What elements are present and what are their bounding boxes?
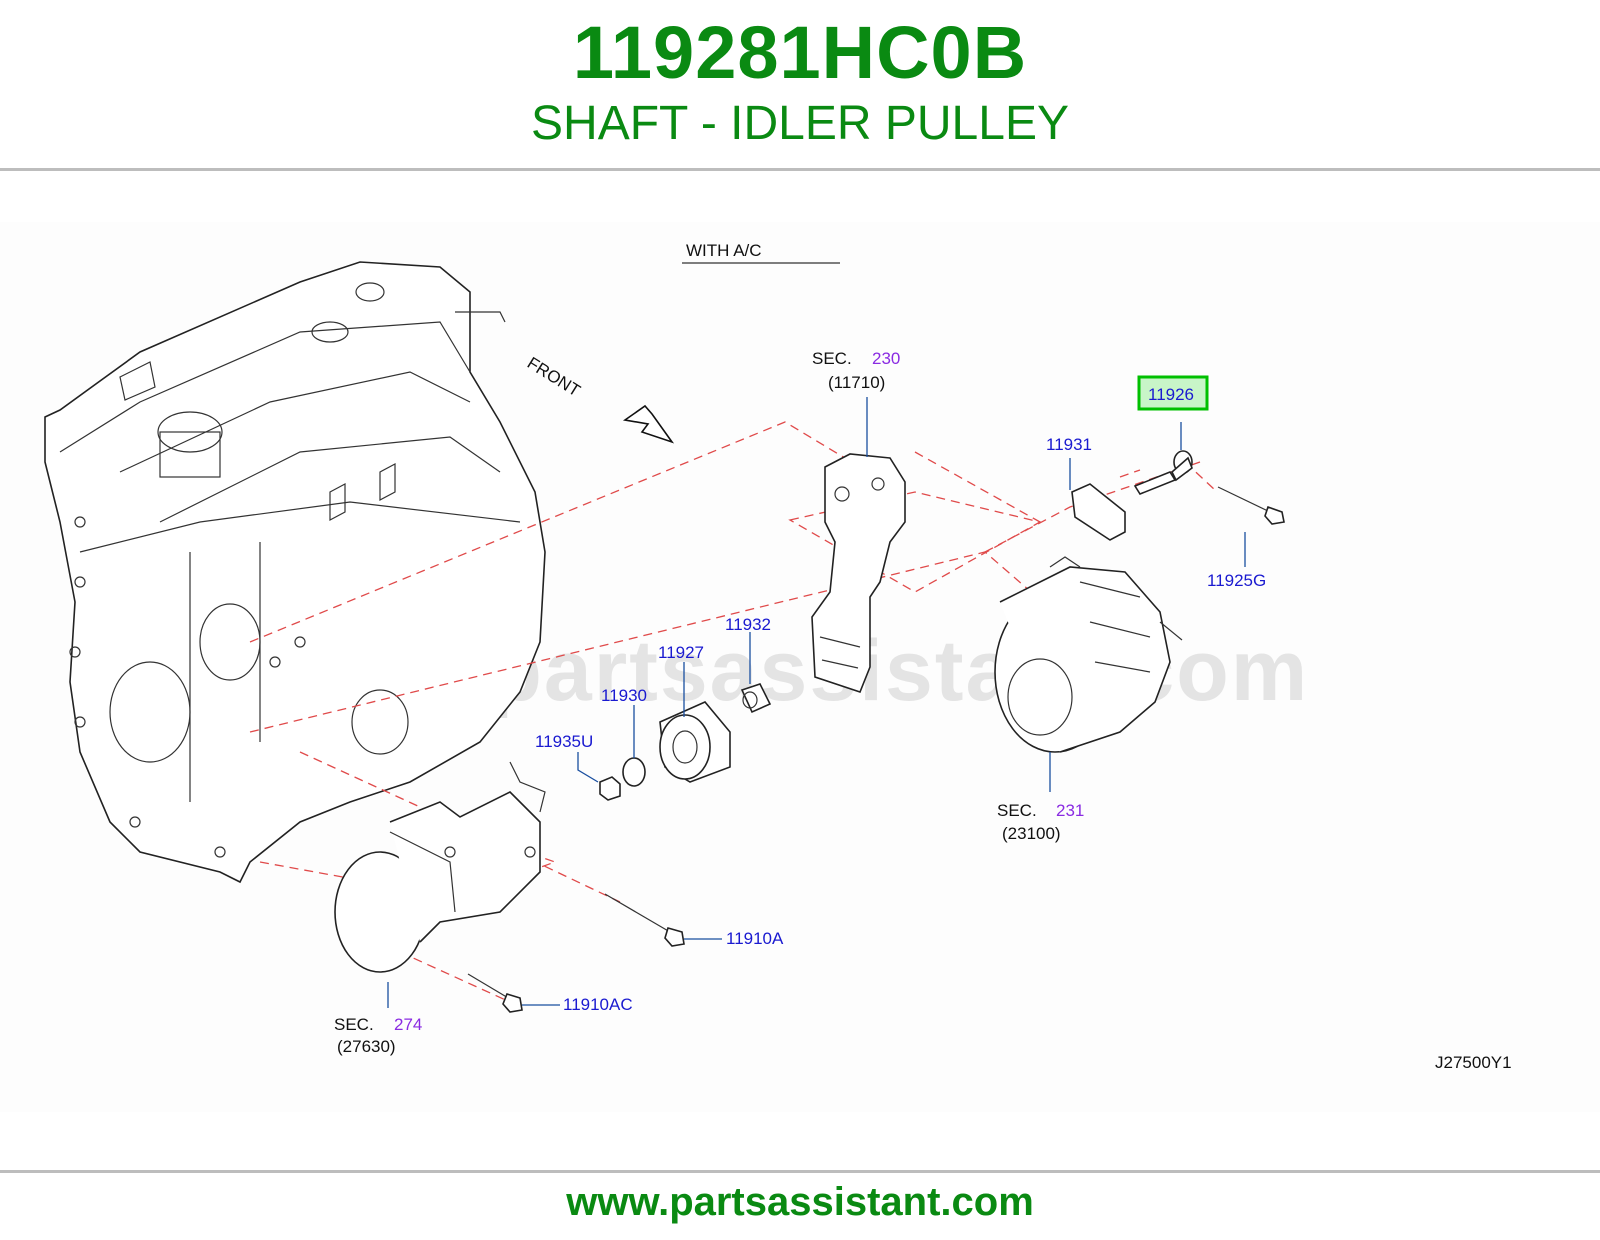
parts-diagram: www.partsassistant.com WITH A/C FRONT <box>0 222 1600 1112</box>
part-11935u-illustration <box>599 776 621 801</box>
sec230-prefix: SEC. <box>812 349 852 368</box>
bracket-illustration <box>811 453 906 693</box>
footer-website-link[interactable]: www.partsassistant.com <box>566 1180 1034 1224</box>
label-11930[interactable]: 11930 <box>601 686 647 705</box>
label-11926[interactable]: 11926 <box>1148 385 1194 404</box>
label-11910ac[interactable]: 11910AC <box>563 995 633 1014</box>
label-11931[interactable]: 11931 <box>1046 435 1092 454</box>
sec231-code: (23100) <box>1002 824 1061 843</box>
label-11932[interactable]: 11932 <box>725 615 771 634</box>
part-11926-illustration <box>1133 450 1193 495</box>
sec274-prefix: SEC. <box>334 1015 374 1034</box>
sec230-code: (11710) <box>828 373 885 392</box>
leader-lines <box>387 397 1246 1008</box>
label-11927[interactable]: 11927 <box>658 643 704 662</box>
sec274-number[interactable]: 274 <box>394 1015 422 1034</box>
sec231-number[interactable]: 231 <box>1056 801 1084 820</box>
part-11927-illustration <box>659 701 731 783</box>
footer-divider <box>0 1170 1600 1173</box>
label-11925g[interactable]: 11925G <box>1207 571 1266 590</box>
alternator-illustration <box>994 556 1183 753</box>
part-11930-illustration <box>622 757 646 787</box>
part-number-title: 119281HC0B <box>572 11 1028 94</box>
with-ac-note: WITH A/C <box>686 241 762 260</box>
part-11925g-illustration <box>1217 486 1285 525</box>
highlight-box-11926 <box>1137 375 1209 411</box>
part-name-subtitle: SHAFT - IDLER PULLEY <box>531 97 1069 150</box>
front-arrow-icon <box>622 404 675 444</box>
part-11910ac-illustration <box>467 973 523 1013</box>
sec274-code: (27630) <box>337 1037 396 1056</box>
engine-block-illustration <box>44 261 546 884</box>
part-11931-illustration <box>1071 483 1126 541</box>
label-11935u[interactable]: 11935U <box>535 732 593 751</box>
part-11910a-illustration <box>604 893 685 947</box>
part-11932-illustration <box>740 683 772 714</box>
sec230-number[interactable]: 230 <box>872 349 900 368</box>
sec231-prefix: SEC. <box>997 801 1037 820</box>
diagram-code: J27500Y1 <box>1435 1053 1512 1072</box>
header-divider <box>0 168 1600 171</box>
front-label: FRONT <box>524 353 584 400</box>
ac-compressor-illustration <box>334 761 546 973</box>
label-11910a[interactable]: 11910A <box>726 929 784 948</box>
